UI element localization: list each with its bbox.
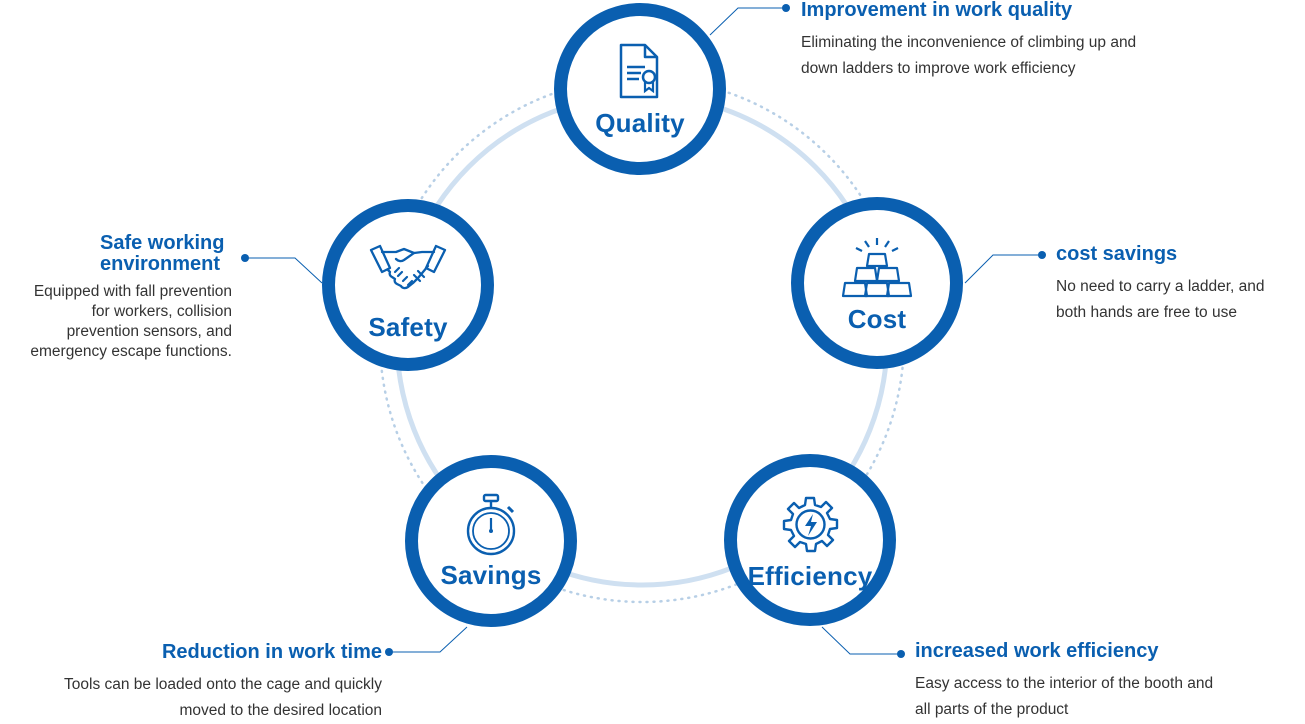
callout-title-line: environment bbox=[100, 253, 221, 275]
node-label-safety: Safety bbox=[368, 312, 448, 342]
callout-title-line: Safe working bbox=[100, 232, 225, 254]
callout-desc-line: Eliminating the inconvenience of climbin… bbox=[801, 34, 1137, 51]
callout-desc-efficiency: Easy access to the interior of the booth… bbox=[915, 671, 1295, 723]
callout-desc-line: for workers, collision bbox=[91, 303, 232, 320]
node-label-efficiency: Efficiency bbox=[747, 561, 873, 591]
leader-dot-quality bbox=[782, 4, 790, 12]
leader-dot-safety bbox=[241, 254, 249, 262]
node-cost: Cost bbox=[791, 197, 963, 369]
callout-safety: Safe working environment Equipped with f… bbox=[0, 233, 232, 362]
node-safety: Safety bbox=[322, 199, 494, 371]
gear-lightning-icon bbox=[782, 496, 839, 553]
callout-title-safety: Safe working environment bbox=[0, 233, 232, 275]
leader-line-cost bbox=[964, 254, 1042, 284]
callout-quality: Improvement in work quality Eliminating … bbox=[801, 0, 1221, 82]
callout-desc-safety: Equipped with fall prevention for worker… bbox=[0, 282, 232, 362]
callout-desc-line: emergency escape functions. bbox=[30, 343, 232, 360]
leader-line-quality bbox=[709, 7, 786, 36]
leader-dot-cost bbox=[1038, 251, 1046, 259]
callout-desc-line: prevention sensors, and bbox=[66, 323, 232, 340]
node-label-cost: Cost bbox=[847, 304, 907, 334]
callout-desc-cost: No need to carry a ladder, and both hand… bbox=[1056, 274, 1301, 326]
handshake-icon bbox=[369, 244, 447, 290]
leader-line-safety bbox=[245, 257, 323, 284]
callout-cost: cost savings No need to carry a ladder, … bbox=[1056, 244, 1301, 326]
leader-dot-savings bbox=[385, 648, 393, 656]
callout-title-cost: cost savings bbox=[1056, 243, 1178, 265]
callout-desc-line: all parts of the product bbox=[915, 701, 1069, 718]
callout-desc-line: Tools can be loaded onto the cage and qu… bbox=[64, 676, 382, 693]
node-label-quality: Quality bbox=[595, 108, 685, 138]
stopwatch-icon bbox=[466, 493, 516, 556]
leader-line-savings bbox=[389, 626, 468, 653]
certificate-document-icon bbox=[619, 43, 659, 99]
callout-desc-line: Equipped with fall prevention bbox=[33, 283, 232, 300]
callout-desc-savings: Tools can be loaded onto the cage and qu… bbox=[0, 672, 382, 724]
callout-desc-line: down ladders to improve work efficiency bbox=[801, 60, 1076, 77]
node-savings: Savings bbox=[405, 455, 577, 627]
callout-efficiency: increased work efficiency Easy access to… bbox=[915, 641, 1295, 723]
leader-line-efficiency bbox=[821, 626, 901, 655]
gold-bars-icon bbox=[841, 238, 913, 298]
callout-desc-line: moved to the desired location bbox=[179, 702, 382, 719]
callout-desc-quality: Eliminating the inconvenience of climbin… bbox=[801, 30, 1221, 82]
callout-desc-line: Easy access to the interior of the booth… bbox=[915, 675, 1214, 692]
callout-title-savings: Reduction in work time bbox=[161, 641, 382, 663]
callout-savings: Reduction in work time Tools can be load… bbox=[0, 642, 382, 724]
node-efficiency: Efficiency bbox=[724, 454, 896, 626]
callout-title-quality: Improvement in work quality bbox=[801, 0, 1073, 21]
callout-desc-line: No need to carry a ladder, and bbox=[1056, 278, 1265, 295]
leader-dot-efficiency bbox=[897, 650, 905, 658]
node-label-savings: Savings bbox=[440, 560, 542, 590]
callout-desc-line: both hands are free to use bbox=[1056, 304, 1237, 321]
callout-title-efficiency: increased work efficiency bbox=[915, 640, 1159, 662]
node-quality: Quality bbox=[554, 3, 726, 175]
